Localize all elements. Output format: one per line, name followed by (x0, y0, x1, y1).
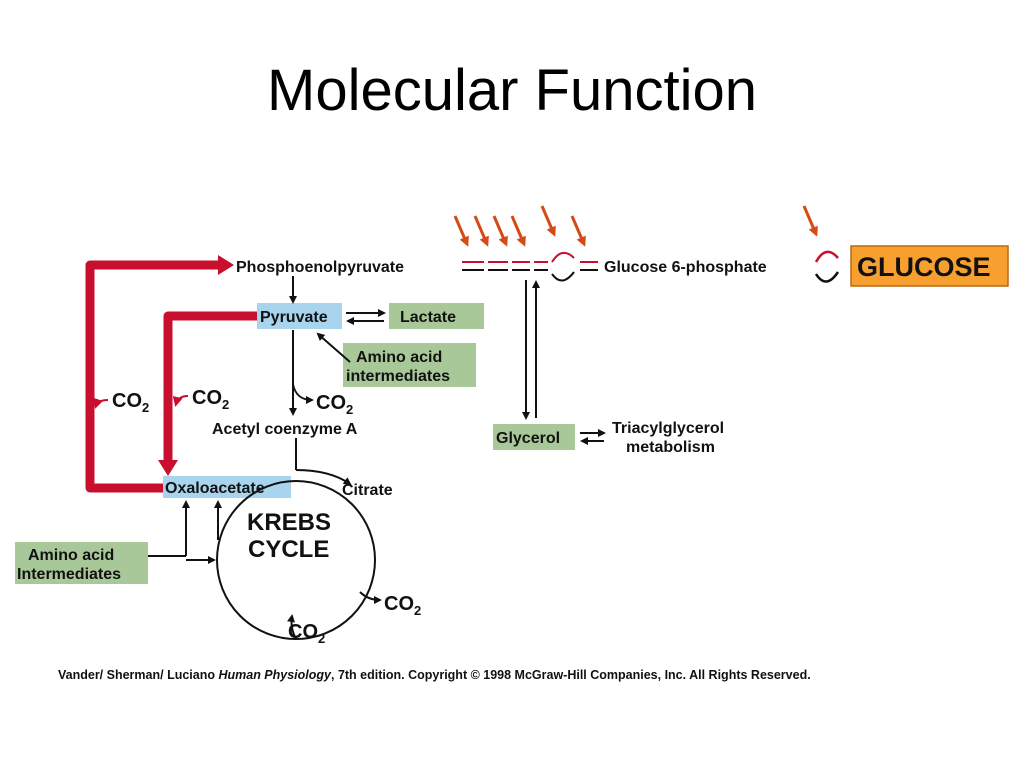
label-co2-pyruvate: CO2 (316, 392, 353, 417)
label-glycerol: Glycerol (496, 430, 560, 447)
label-phosphoenolpyruvate: Phosphoenolpyruvate (236, 259, 404, 276)
label-acetyl-coenzyme-a: Acetyl coenzyme A (212, 421, 358, 438)
label-amino-acid-left-1: Amino acid (28, 547, 114, 564)
arrow-amino-to-pyruvate (316, 332, 351, 363)
label-glucose-6-phosphate: Glucose 6-phosphate (604, 259, 767, 276)
oxaloacetate-box (163, 476, 291, 498)
regulatory-arrows (453, 205, 818, 247)
label-co2-cycle-right: CO2 (384, 593, 421, 618)
citation-rest: , 7th edition. Copyright © 1998 McGraw-H… (331, 668, 811, 682)
label-amino-acid-top-2: intermediates (346, 368, 450, 385)
label-amino-acid-left-2: Intermediates (17, 566, 121, 583)
red-path-pyruvate-to-oxaloacetate (163, 311, 258, 462)
arrow-co2-left-2 (172, 395, 189, 407)
red-path-oxaloacetate-to-pep (85, 260, 220, 493)
arrow-cycle-co2-bottom (287, 614, 297, 640)
label-metabolism: metabolism (626, 439, 715, 456)
label-cycle: CYCLE (248, 536, 329, 563)
amino-acid-left-box (15, 542, 148, 584)
red-arrowhead-oxaloacetate (158, 460, 178, 476)
glucose-reversible-red (814, 250, 839, 263)
amino-acid-top-box (343, 343, 476, 387)
label-co2-left-2: CO2 (192, 387, 229, 412)
reversible-arrows-chain (462, 251, 598, 282)
label-pyruvate: Pyruvate (260, 309, 328, 326)
copyright-citation: Vander/ Sherman/ Luciano Human Physiolog… (58, 668, 958, 682)
glycerol-box (493, 424, 575, 450)
label-triacylglycerol: Triacylglycerol (612, 420, 724, 437)
lactate-box (389, 303, 484, 329)
label-glucose: GLUCOSE (857, 252, 991, 282)
citation-authors: Vander/ Sherman/ Luciano (58, 668, 219, 682)
label-co2-cycle-bottom: CO2 (288, 621, 325, 646)
glucose-box (850, 245, 1009, 287)
glucose-reversible-black (814, 271, 840, 283)
label-lactate: Lactate (400, 309, 456, 326)
label-amino-acid-top-1: Amino acid (356, 349, 442, 366)
label-oxaloacetate: Oxaloacetate (165, 480, 265, 497)
pyruvate-box (257, 303, 342, 329)
arrow-co2-from-pyruvate (292, 383, 314, 404)
red-arrowhead-pep (218, 255, 234, 275)
arrow-co2-left-1 (93, 397, 109, 409)
arrow-cycle-co2-right (359, 591, 382, 604)
label-co2-left-1: CO2 (112, 390, 149, 415)
label-citrate: Citrate (342, 482, 393, 499)
slide-title: Molecular Function (267, 58, 757, 123)
citation-book-title: Human Physiology (218, 668, 331, 682)
label-krebs: KREBS (247, 509, 331, 536)
arrow-into-cycle (295, 469, 352, 486)
